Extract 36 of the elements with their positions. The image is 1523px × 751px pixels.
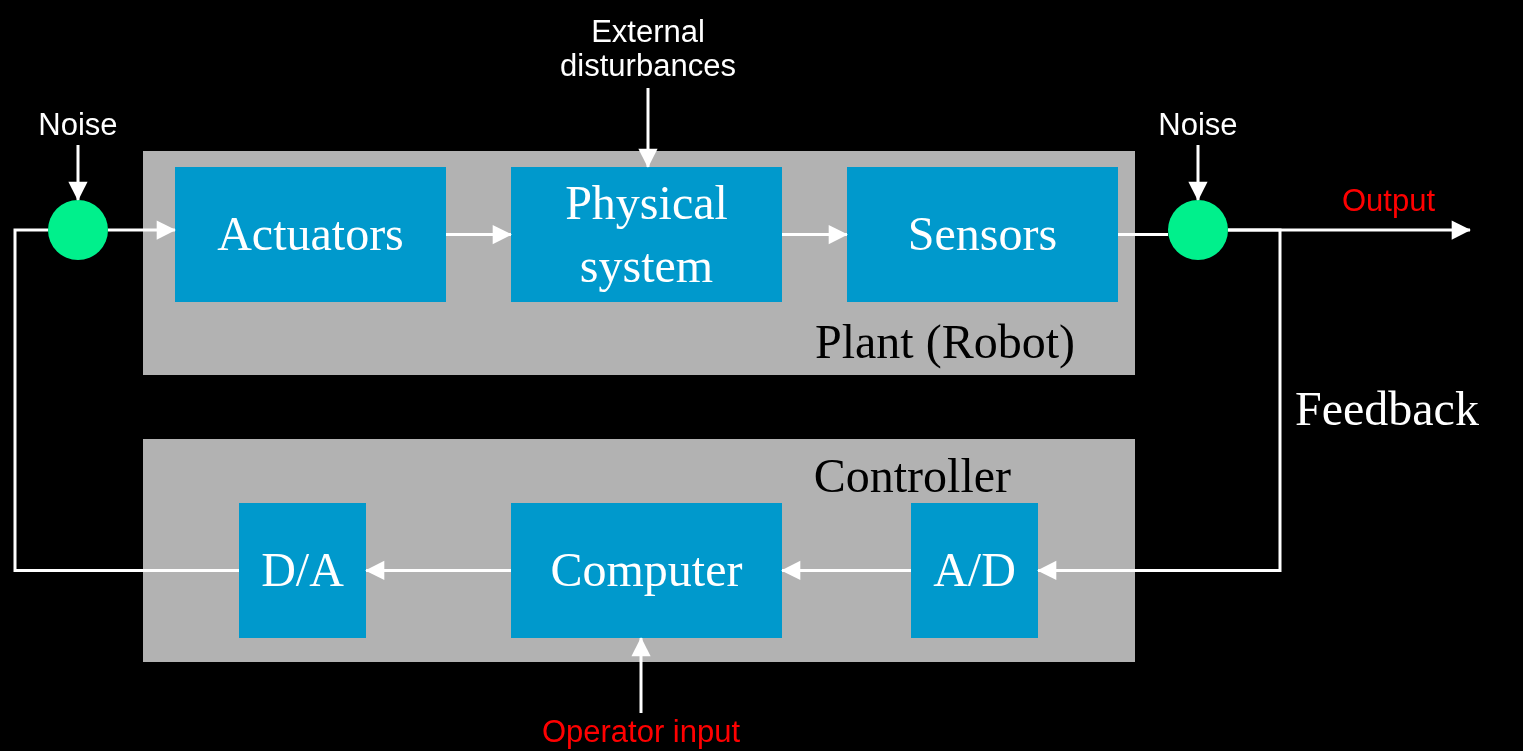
edge-label: Output <box>1342 184 1436 219</box>
arrow <box>638 88 658 168</box>
process-box <box>511 503 782 638</box>
summing-junction <box>1168 200 1228 260</box>
process-box <box>175 167 446 302</box>
group-title: Controller <box>813 448 1011 504</box>
signal-label: Noise <box>38 107 118 143</box>
group-panel <box>143 151 1135 375</box>
arrow <box>782 224 848 245</box>
process-box <box>239 503 366 638</box>
summing-junction <box>48 200 108 260</box>
signal-label: External disturbances <box>559 14 737 84</box>
connector-line <box>13 228 239 572</box>
group-title: Plant (Robot) <box>815 313 1075 371</box>
arrow <box>1188 145 1208 201</box>
block-label: Actuators <box>217 206 404 263</box>
arrow <box>68 145 88 201</box>
signal-arrow <box>1037 228 1282 581</box>
block-label: D/A <box>261 542 344 599</box>
block-label: Sensors <box>907 206 1058 263</box>
block-label: A/D <box>933 542 1016 599</box>
process-box <box>511 167 782 302</box>
group-panel <box>143 439 1135 662</box>
block-label: Physical system <box>564 175 729 294</box>
arrow <box>365 560 511 581</box>
signal-label: Operator input <box>541 714 741 750</box>
process-box <box>911 503 1038 638</box>
arrow <box>781 560 911 581</box>
block-label: Computer <box>550 542 743 599</box>
arrow <box>108 220 176 240</box>
signal-label: Noise <box>1158 107 1238 143</box>
connector-line <box>1118 233 1168 236</box>
arrow <box>631 637 651 713</box>
process-box <box>847 167 1118 302</box>
arrow <box>446 224 512 245</box>
edge-label: Feedback <box>1295 381 1479 437</box>
